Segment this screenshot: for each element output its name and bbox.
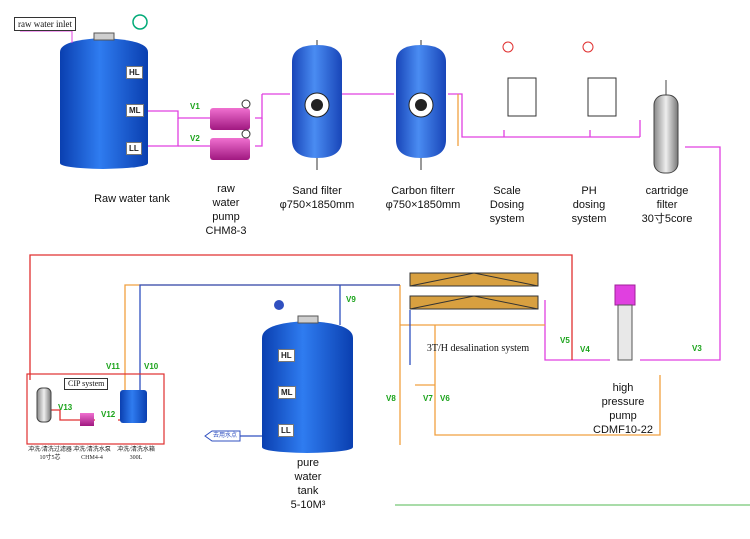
valve-v10: V10 [144,362,159,371]
raw-tank-hl: HL [126,66,143,79]
valve-v9: V9 [346,295,356,304]
pure-tank-ll: LL [278,424,294,437]
valve-v5: V5 [560,336,570,345]
raw-tank-label: Raw water tank [94,193,170,205]
valve-v12: V12 [101,410,116,419]
valve-v7: V7 [423,394,433,403]
membranes [409,272,539,310]
valve-v4: V4 [580,345,590,354]
valve-v3: V3 [692,344,702,353]
raw-water-inlet-label: raw water inlet [14,17,76,31]
raw-tank-ll: LL [126,142,142,155]
raw-water-pumps [210,99,251,160]
cip-box [26,373,165,445]
cip-equipment [36,387,147,426]
pure-tank-ml: ML [278,386,296,399]
valve-v1: V1 [190,102,200,111]
valve-v11: V11 [106,362,120,371]
pipes [29,93,750,506]
outlet-label: 去用水点 [212,433,237,439]
outlet-arrow [204,430,241,442]
desal-label: 3T/H desalination system [426,343,530,354]
cip-label: CIP system [64,378,109,390]
high-pressure-pump [614,284,636,361]
valve-v8: V8 [386,394,396,403]
carbon-filter [396,40,446,170]
valve-v2: V2 [190,134,200,143]
pure-tank-hl: HL [278,349,295,362]
raw-tank-ml: ML [126,104,144,117]
valve-v6: V6 [440,394,450,403]
valve-v13: V13 [58,403,73,412]
sand-filter [292,40,342,170]
dosing-tanks [502,41,617,117]
cartridge-filter [653,80,679,174]
